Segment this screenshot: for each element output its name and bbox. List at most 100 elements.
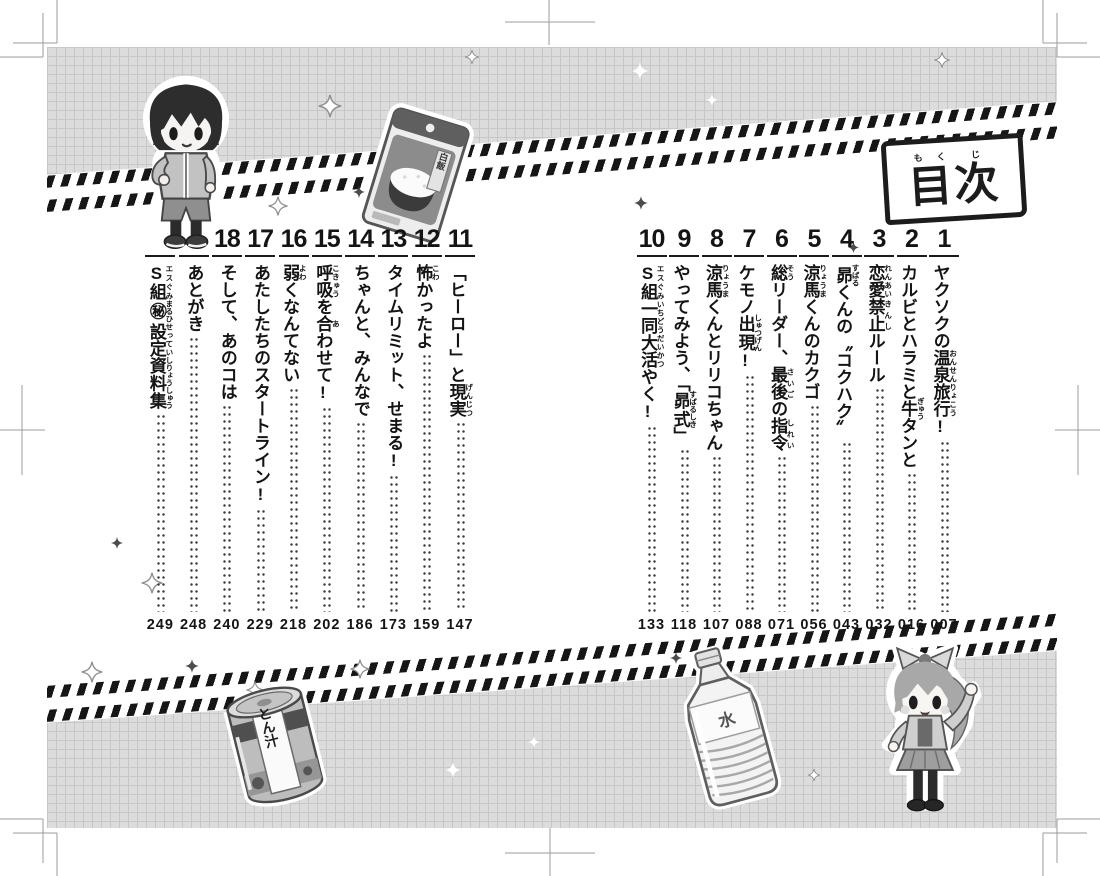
chapter-number: 11 xyxy=(447,225,473,253)
chapter-title: ちゃんと、みんなで xyxy=(350,264,370,417)
chapter-number: 5 xyxy=(807,225,822,253)
page-number: 248 xyxy=(179,617,208,633)
chapter-number: 9 xyxy=(677,225,692,253)
chapter-title: 昴すばるくんの〝コクハク〟 xyxy=(833,264,861,437)
dotted-leader xyxy=(455,421,465,612)
dotted-leader xyxy=(222,404,232,612)
chapter-title: S組エスぐみ一同いちどう大活だいかつやく! xyxy=(638,264,666,421)
chapter-title: 涼馬りょうまくんのカクゴ xyxy=(800,264,828,400)
dotted-leader xyxy=(777,455,786,612)
dotted-leader xyxy=(388,474,398,612)
number-underline xyxy=(211,255,242,257)
number-underline xyxy=(766,255,797,257)
mokuji-title-stamp: 目もく次じ xyxy=(880,132,1028,226)
chapter-title: 弱よわくなんてない xyxy=(280,264,308,383)
chibi-boy-character xyxy=(115,75,257,260)
page-number: 229 xyxy=(246,617,274,633)
sparkle-icon xyxy=(807,768,821,782)
chapter-title: 怖こわかったよ xyxy=(413,264,441,349)
sparkle-icon xyxy=(465,50,479,64)
chapter-number: 4 xyxy=(840,225,854,253)
chapter-title: あたしたちのスタートライン! xyxy=(251,264,271,504)
chapter-number: 16 xyxy=(280,225,308,253)
number-underline xyxy=(831,255,862,257)
sparkle-icon xyxy=(706,94,718,106)
page-number: 173 xyxy=(379,617,407,633)
sparkle-icon xyxy=(268,196,288,216)
sparkle-icon xyxy=(111,537,123,549)
sparkle-icon xyxy=(185,659,199,673)
chapter-title: 総そうリーダー、最後さいごの指令しれい xyxy=(768,264,796,451)
dotted-leader xyxy=(679,448,689,612)
chapter-number: 6 xyxy=(775,225,789,253)
sparkle-icon xyxy=(528,736,540,748)
chapter-number: 2 xyxy=(905,225,919,253)
page-number: 159 xyxy=(413,617,441,633)
dotted-leader xyxy=(712,455,721,612)
chibi-girl-character xyxy=(859,643,991,828)
chapter-title: 呼吸こきゅうを合あわせて! xyxy=(313,264,341,402)
number-underline xyxy=(864,255,894,257)
sparkle-icon xyxy=(350,659,370,679)
chibi-boy-illustration xyxy=(142,75,230,250)
number-underline xyxy=(636,255,667,257)
number-underline xyxy=(799,255,829,257)
page-number: 071 xyxy=(767,617,796,633)
chapter-number: 10 xyxy=(638,225,666,253)
tonjiru-can-illustration: とん汁 xyxy=(208,672,343,827)
number-underline xyxy=(245,255,276,257)
sparkle-icon xyxy=(631,62,649,80)
rice-pouch-illustration: 白飯 xyxy=(347,95,484,259)
chapter-number: 14 xyxy=(347,225,374,253)
water-bottle-art xyxy=(683,643,782,810)
number-underline xyxy=(669,255,699,257)
number-underline xyxy=(278,255,309,257)
chapter-title: 恋愛れんあい禁止きんしルール xyxy=(865,264,893,383)
chapter-number: 1 xyxy=(937,225,952,253)
toc-entry: 6 総そうリーダー、最後さいごの指令しれい 071 xyxy=(765,225,799,635)
page-number: 007 xyxy=(930,617,958,633)
dotted-leader xyxy=(189,336,199,612)
sparkle-icon xyxy=(318,94,342,118)
water-bottle-illustration: 水 xyxy=(655,634,800,825)
sparkle-icon xyxy=(353,186,365,198)
number-underline xyxy=(734,255,764,257)
dotted-leader xyxy=(842,440,851,612)
chapter-number: 7 xyxy=(742,225,757,253)
page-number: 016 xyxy=(897,617,926,633)
dotted-leader xyxy=(907,472,916,612)
page-number: 043 xyxy=(832,617,861,633)
number-underline xyxy=(929,255,959,257)
dotted-leader xyxy=(744,373,754,612)
sparkle-icon xyxy=(445,762,461,778)
sparkle-icon xyxy=(934,52,950,68)
dotted-leader xyxy=(322,406,332,612)
page-number: 118 xyxy=(670,617,698,633)
chapter-title: そして、あのコは xyxy=(217,264,237,400)
number-underline xyxy=(445,255,475,257)
chapter-number: 3 xyxy=(872,225,887,253)
number-underline xyxy=(896,255,927,257)
chapter-title: あとがき xyxy=(184,264,204,332)
page-number: 147 xyxy=(446,617,474,633)
toc-entry: 4 昴すばるくんの〝コクハク〟 043 xyxy=(830,225,864,635)
dotted-leader xyxy=(809,404,819,612)
page-number: 088 xyxy=(735,617,763,633)
number-underline xyxy=(701,255,732,257)
